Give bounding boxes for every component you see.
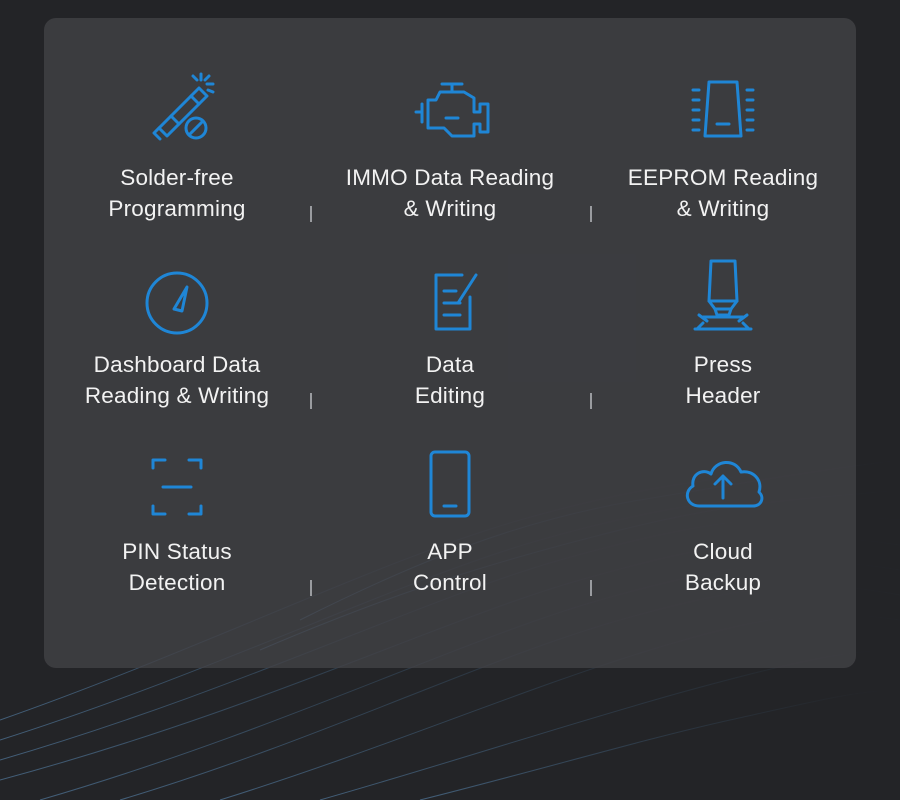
press-header-icon [673,247,773,343]
feature-label: PIN Status Detection [122,539,232,595]
feature-label: Cloud Backup [684,539,762,595]
tablet-icon [400,434,500,530]
column-divider [590,393,592,409]
scan-frame-icon [127,434,227,530]
feature-immo-data: IMMO Data Reading & Writing [310,60,590,247]
cloud-upload-icon [673,434,773,530]
feature-label: Dashboard Data Reading & Writing [84,352,270,408]
feature-label: IMMO Data Reading & Writing [345,165,555,221]
column-divider [310,580,312,596]
column-divider [590,206,592,222]
feature-label: Data Editing [414,352,486,408]
feature-pin-status: PIN Status Detection [44,434,310,621]
features-panel: Solder-free Programming IMMO Data Readin… [44,18,856,668]
feature-solder-free-programming: Solder-free Programming [44,60,310,247]
feature-eeprom: EEPROM Reading & Writing [590,60,856,247]
feature-label: APP Control [413,539,487,595]
column-divider [590,580,592,596]
feature-app-control: APP Control [310,434,590,621]
eeprom-chip-icon [673,60,773,156]
feature-label: EEPROM Reading & Writing [627,165,819,221]
feature-cloud-backup: Cloud Backup [590,434,856,621]
column-divider [310,393,312,409]
feature-dashboard-data: Dashboard Data Reading & Writing [44,247,310,434]
solder-iron-icon [127,60,227,156]
edit-document-icon [400,247,500,343]
gauge-icon [127,247,227,343]
engine-icon [400,60,500,156]
feature-label: Solder-free Programming [108,165,246,221]
feature-label: Press Header [685,352,761,408]
feature-press-header: Press Header [590,247,856,434]
column-divider [310,206,312,222]
feature-data-editing: Data Editing [310,247,590,434]
